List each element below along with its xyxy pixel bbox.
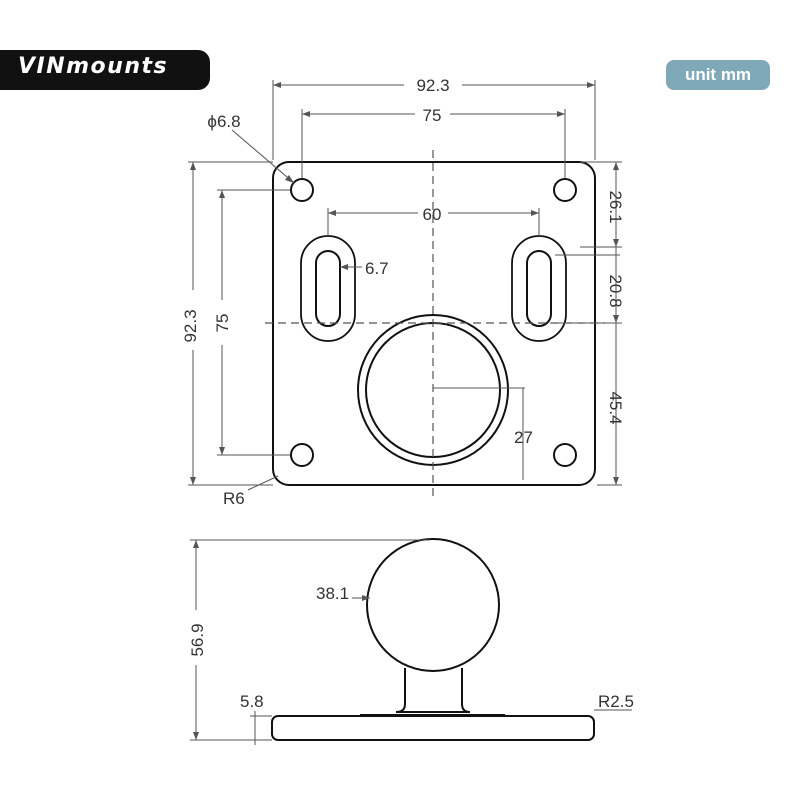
side-view — [271, 538, 595, 741]
corner-hole — [290, 443, 314, 467]
base-plate — [271, 715, 595, 741]
hole-diameter-label: ϕ6.8 — [207, 112, 240, 131]
overall-width-label: 92.3 — [416, 76, 449, 95]
unit-badge: unit mm — [666, 60, 770, 90]
slot-inner — [315, 250, 341, 327]
edge-radius-label: R2.5 — [598, 692, 634, 711]
slot-width-label: 6.7 — [365, 259, 389, 278]
slot-spacing-label: 60 — [423, 205, 442, 224]
dimension-arrows — [190, 82, 619, 485]
total-height-label: 56.9 — [188, 623, 207, 656]
corner-radius-label: R6 — [223, 489, 245, 508]
brand-logo-text: VINmounts — [18, 54, 169, 79]
corner-hole — [553, 178, 577, 202]
side-view-dimensions — [190, 539, 632, 745]
hole-spacing-width-label: 75 — [423, 106, 442, 125]
slot-inner — [526, 250, 552, 327]
overall-height-label: 92.3 — [181, 309, 200, 342]
side-view-arrows — [193, 540, 370, 740]
corner-hole — [290, 178, 314, 202]
corner-hole — [553, 443, 577, 467]
hole-spacing-height-label: 75 — [213, 314, 232, 333]
ball-diameter-label: 38.1 — [316, 584, 349, 603]
base-thickness-label: 5.8 — [240, 692, 264, 711]
ball-neck — [395, 668, 471, 713]
ball — [366, 538, 500, 672]
center-lines — [265, 150, 605, 497]
ball-offset-label: 27 — [514, 428, 533, 447]
brand-logo: VINmounts — [0, 50, 210, 90]
offset-top-label: 26.1 — [606, 190, 625, 223]
top-view-dimensions — [188, 80, 622, 491]
slot-length-label: 20.8 — [606, 274, 625, 307]
offset-bottom-label: 45.4 — [606, 391, 625, 424]
